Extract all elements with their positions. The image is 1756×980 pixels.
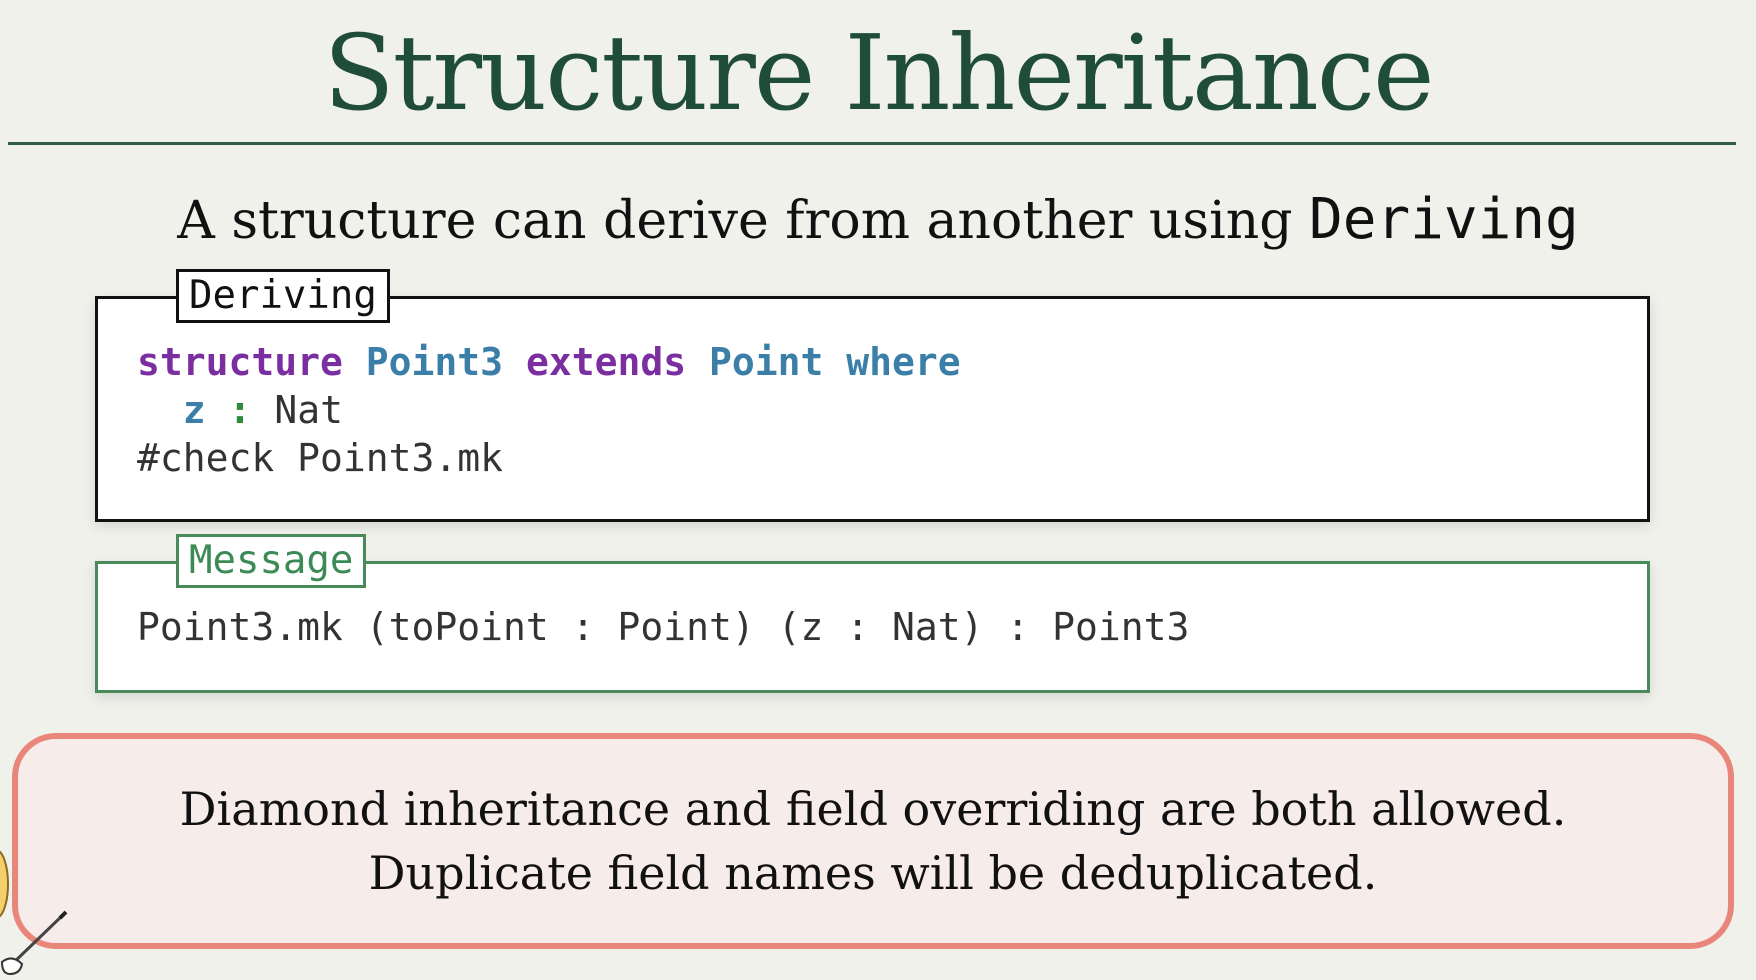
keyword-structure: structure [137, 340, 343, 384]
code-indent [137, 388, 183, 432]
type-name-point: Point [709, 340, 824, 384]
code-block-tag: Deriving [176, 269, 390, 323]
code-line-1: structure Point3 extends Point where [137, 338, 961, 386]
subtitle-text: A structure can derive from another usin… [177, 191, 1310, 251]
code-lines: structure Point3 extends Point where z :… [137, 338, 961, 482]
code-block [95, 296, 1650, 522]
subtitle-keyword: Deriving [1309, 187, 1579, 252]
title-divider [8, 142, 1736, 145]
mascot-pointer-icon [0, 850, 68, 976]
message-text: Point3.mk (toPoint : Point) (z : Nat) : … [137, 605, 1190, 649]
field-z: z [182, 388, 206, 432]
slide-title: Structure Inheritance [323, 12, 1434, 134]
slide-subtitle: A structure can derive from another usin… [0, 180, 1756, 261]
field-colon: : [228, 388, 252, 432]
message-block-tag: Message [176, 534, 367, 588]
keyword-where: where [846, 340, 961, 384]
note-box: Diamond inheritance and field overriding… [12, 733, 1734, 949]
code-line-3: #check Point3.mk [137, 436, 504, 480]
note-text: Diamond inheritance and field overriding… [179, 782, 1567, 900]
code-line-2: z : Nat [137, 386, 961, 434]
type-name-point3: Point3 [365, 340, 504, 384]
field-type: Nat [274, 388, 343, 432]
keyword-extends: extends [525, 340, 687, 384]
